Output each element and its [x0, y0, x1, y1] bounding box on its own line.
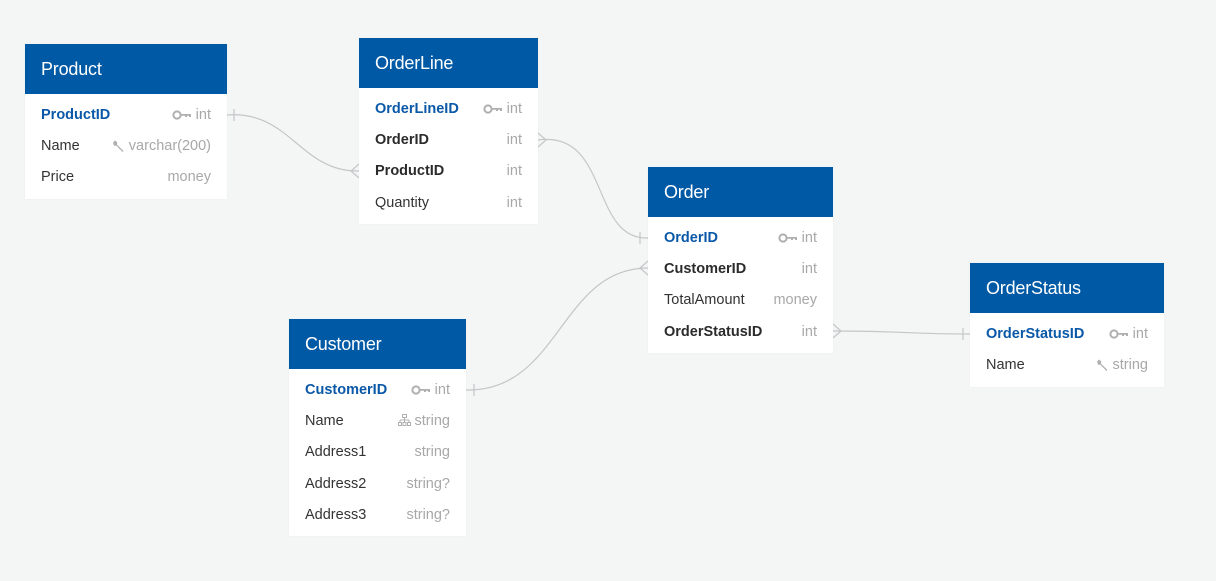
- column-name: Name: [305, 412, 344, 429]
- table-title[interactable]: Product: [25, 44, 227, 94]
- key-icon: [172, 110, 192, 120]
- table-order[interactable]: Order OrderID int CustomerID int TotalAm…: [648, 167, 833, 354]
- column-type: int: [506, 194, 522, 211]
- table-title[interactable]: OrderStatus: [970, 263, 1164, 313]
- column-name: Price: [41, 169, 75, 186]
- table-customer[interactable]: Customer CustomerID int Name string Addr…: [289, 319, 466, 537]
- column-row-address3[interactable]: Address3 string?: [289, 499, 466, 530]
- column-name: Name: [41, 137, 80, 154]
- wrench-icon: [111, 139, 125, 153]
- column-row-address1[interactable]: Address1 string: [289, 437, 466, 468]
- column-type: int: [195, 106, 211, 123]
- table-orderstatus[interactable]: OrderStatus OrderStatusID int Name strin…: [970, 263, 1164, 387]
- column-name: CustomerID: [664, 260, 747, 277]
- table-title[interactable]: Customer: [289, 319, 466, 369]
- column-name: Address2: [305, 475, 367, 492]
- column-row-totalamount[interactable]: TotalAmount money: [648, 285, 833, 316]
- table-title[interactable]: OrderLine: [359, 38, 538, 88]
- column-name: OrderID: [664, 229, 718, 246]
- key-icon: [411, 385, 431, 395]
- table-product[interactable]: Product ProductID int Name varchar(200) …: [25, 44, 227, 199]
- column-type: money: [773, 292, 817, 309]
- column-row-customerid[interactable]: CustomerID int: [289, 374, 466, 405]
- table-orderline[interactable]: OrderLine OrderLineID int OrderID int Pr…: [359, 38, 538, 225]
- column-name: Name: [986, 356, 1025, 373]
- column-row-orderlineid[interactable]: OrderLineID int: [359, 93, 538, 124]
- column-type: int: [801, 229, 817, 246]
- column-row-name[interactable]: Name string: [970, 349, 1164, 380]
- column-row-name[interactable]: Name varchar(200): [25, 130, 227, 161]
- column-row-name[interactable]: Name string: [289, 405, 466, 436]
- column-type: string: [414, 444, 450, 461]
- connector-product-orderline[interactable]: [226, 109, 360, 179]
- column-type: string?: [406, 475, 450, 492]
- column-row-orderstatusid[interactable]: OrderStatusID int: [648, 316, 833, 347]
- column-name: Quantity: [375, 194, 429, 211]
- connector-orderline-order[interactable]: [537, 132, 649, 244]
- column-type: int: [506, 163, 522, 180]
- column-row-address2[interactable]: Address2 string?: [289, 468, 466, 499]
- column-name: OrderStatusID: [664, 323, 763, 340]
- column-name: ProductID: [41, 106, 111, 123]
- table-title[interactable]: Order: [648, 167, 833, 217]
- column-row-orderid[interactable]: OrderID int: [359, 124, 538, 155]
- column-row-orderstatusid[interactable]: OrderStatusID int: [970, 318, 1164, 349]
- column-type: varchar(200): [128, 137, 211, 154]
- column-type: money: [167, 169, 211, 186]
- column-name: OrderLineID: [375, 100, 459, 117]
- column-row-price[interactable]: Price money: [25, 162, 227, 193]
- column-type: int: [506, 100, 522, 117]
- column-name: Address3: [305, 506, 367, 523]
- column-name: CustomerID: [305, 381, 388, 398]
- column-row-orderid[interactable]: OrderID int: [648, 222, 833, 253]
- column-type: int: [434, 381, 450, 398]
- column-row-productid[interactable]: ProductID int: [359, 156, 538, 187]
- column-row-quantity[interactable]: Quantity int: [359, 187, 538, 218]
- column-name: Address1: [305, 444, 367, 461]
- column-name: OrderStatusID: [986, 325, 1085, 342]
- wrench-icon: [1095, 358, 1109, 372]
- column-type: int: [1132, 325, 1148, 342]
- column-type: string?: [406, 506, 450, 523]
- connector-order-orderstatus[interactable]: [832, 323, 971, 340]
- key-icon: [483, 104, 503, 114]
- column-name: ProductID: [375, 163, 445, 180]
- column-type: int: [801, 260, 817, 277]
- column-name: OrderID: [375, 131, 429, 148]
- column-row-customerid[interactable]: CustomerID int: [648, 253, 833, 284]
- column-row-productid[interactable]: ProductID int: [25, 99, 227, 130]
- column-type: string: [414, 412, 450, 429]
- column-type: int: [506, 131, 522, 148]
- hierarchy-icon: [397, 414, 411, 427]
- connector-customer-order[interactable]: [465, 260, 649, 396]
- key-icon: [778, 233, 798, 243]
- column-type: string: [1112, 356, 1148, 373]
- column-type: int: [801, 323, 817, 340]
- key-icon: [1109, 329, 1129, 339]
- column-name: TotalAmount: [664, 292, 745, 309]
